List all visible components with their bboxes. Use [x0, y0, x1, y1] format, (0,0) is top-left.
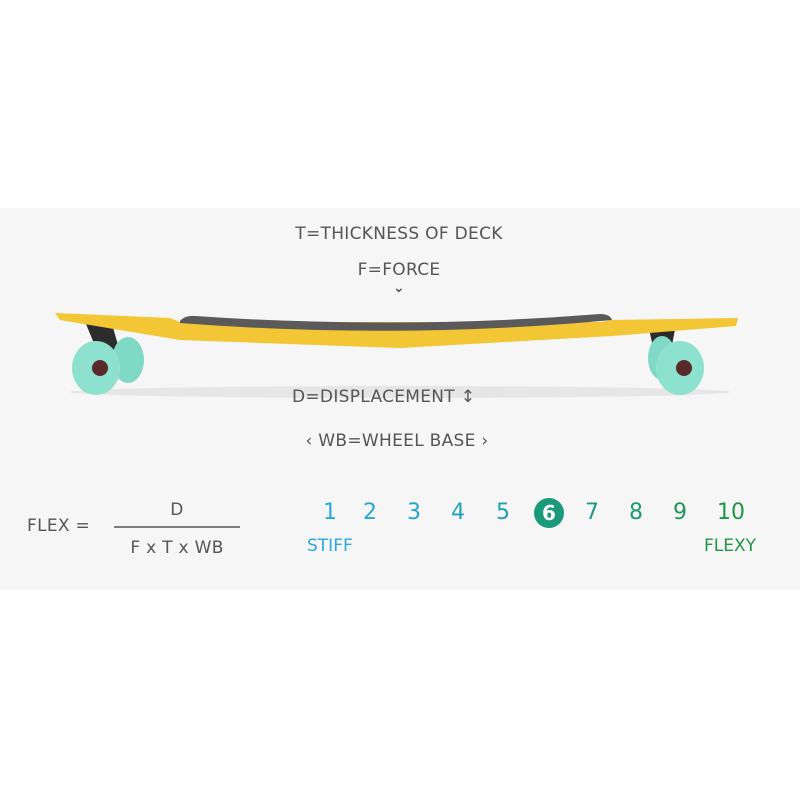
force-label: F=FORCE — [357, 260, 441, 280]
flex-value-3: 3 — [407, 500, 421, 525]
flex-value-4: 4 — [451, 500, 465, 525]
flex-value-5: 5 — [496, 500, 510, 525]
wheelbase-text: WB=WHEEL BASE — [318, 431, 476, 451]
flex-value-6: 6 — [534, 498, 564, 528]
flex-value-9: 9 — [673, 500, 687, 525]
thickness-label: T=THICKNESS OF DECK — [295, 224, 503, 244]
flex-value-1: 1 — [323, 500, 337, 525]
stiff-label: STIFF — [307, 536, 353, 556]
flex-value-10: 10 — [717, 500, 745, 525]
formula-lhs: FLEX = — [27, 516, 91, 536]
chevron-down-icon: ⌄ — [392, 280, 406, 296]
displacement-label: D=DISPLACEMENT ↕ — [292, 387, 475, 407]
displacement-text: D=DISPLACEMENT — [292, 387, 455, 407]
vertical-arrows-icon: ↕ — [460, 387, 476, 407]
wheelbase-label: ‹ WB=WHEEL BASE › — [305, 431, 488, 451]
formula-numerator: D — [170, 500, 184, 520]
flex-value-7: 7 — [585, 500, 599, 525]
chevron-right-icon: › — [481, 431, 489, 451]
formula-denominator: F x T x WB — [130, 538, 224, 558]
flex-value-8: 8 — [629, 500, 643, 525]
flexy-label: FLEXY — [704, 536, 757, 556]
chevron-left-icon: ‹ — [305, 431, 313, 451]
flex-value-2: 2 — [363, 500, 377, 525]
